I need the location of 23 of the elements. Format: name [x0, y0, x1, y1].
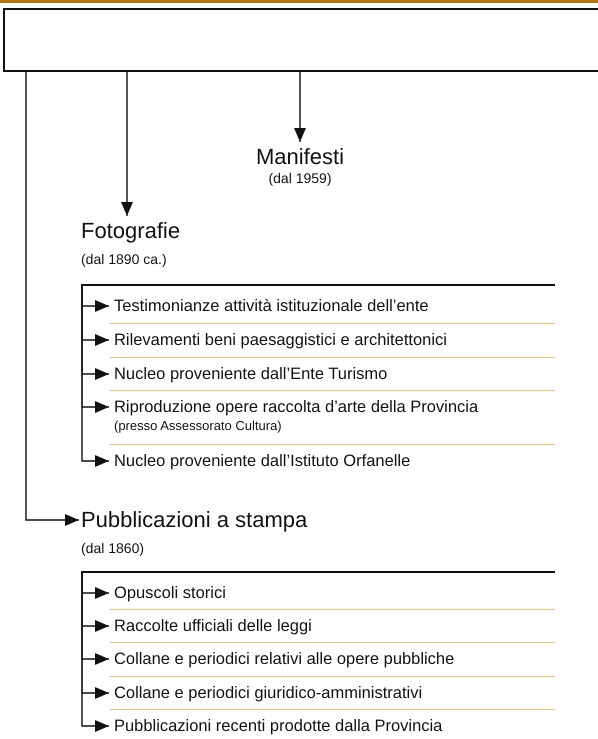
label-text: Pubblicazioni recenti prodotte dalla Provincia	[114, 716, 442, 737]
label-text: Nucleo proveniente dall’Ente Turismo	[114, 364, 388, 385]
label-text: Fotografie	[81, 218, 180, 244]
label-text: Pubblicazioni a stampa	[81, 507, 308, 533]
arrow	[81, 573, 109, 732]
note-text: (dal 1860)	[81, 539, 144, 557]
label-text: Nucleo proveniente dall’Istituto Orfanelle	[114, 451, 410, 472]
label-text: Opuscoli storici	[114, 583, 226, 604]
arrow	[294, 72, 306, 142]
empty-box	[3, 8, 598, 72]
label-text: Collane e periodici giuridico-amministrativi	[114, 683, 422, 704]
arrow	[81, 286, 109, 467]
note-text: (dal 1890 ca.)	[81, 250, 167, 268]
label-text: Collane e periodici relativi alle opere pubbliche	[114, 649, 454, 670]
label-text: Testimonianze attività istituzionale dell’ente	[114, 296, 429, 317]
note-text: (presso Assessorato Cultura)	[114, 418, 282, 434]
label-text: Rilevamenti beni paesaggistici e architettonici	[114, 330, 447, 351]
note-text: (dal 1959)	[268, 170, 332, 186]
label-text: Raccolte ufficiali delle leggi	[114, 616, 312, 637]
label-text: Manifesti	[256, 144, 344, 170]
arrow	[25, 72, 79, 526]
label-text: Riproduzione opere raccolta d’arte della Provincia	[114, 397, 478, 418]
arrow	[121, 72, 133, 216]
